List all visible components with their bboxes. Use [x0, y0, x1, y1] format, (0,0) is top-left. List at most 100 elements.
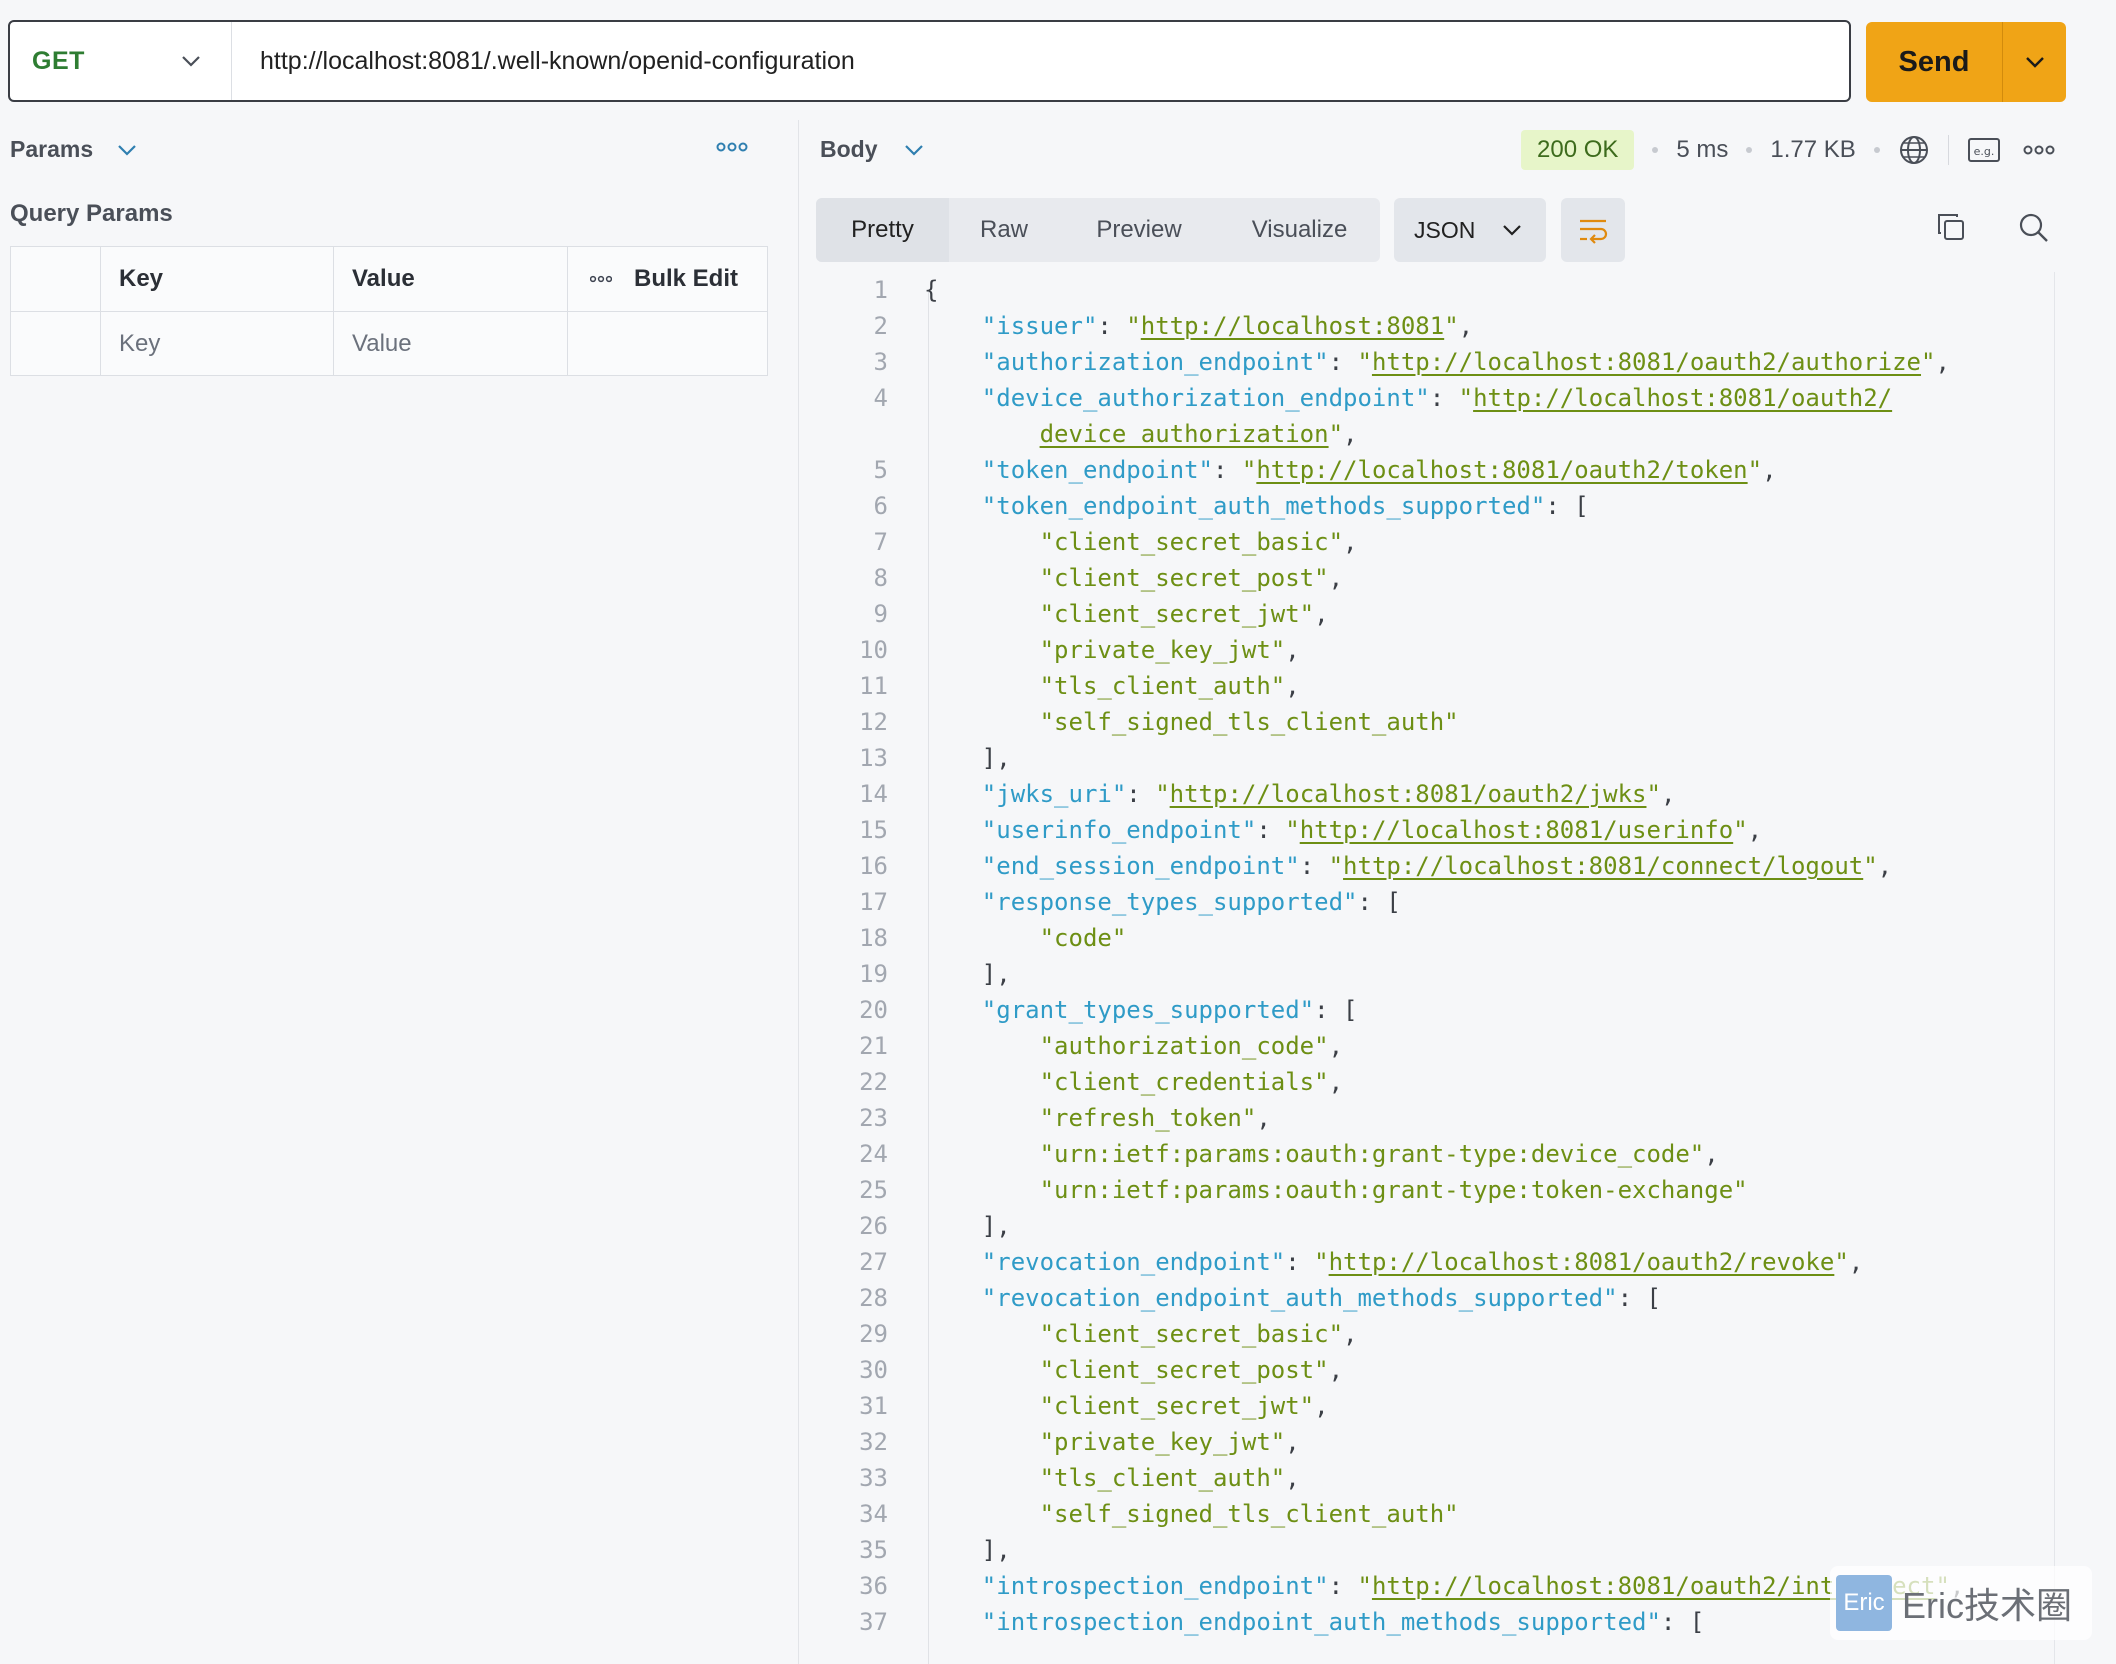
wrap-lines-button[interactable]	[1561, 198, 1625, 262]
search-button[interactable]	[2018, 212, 2050, 249]
bulk-edit-button[interactable]: Bulk Edit	[568, 247, 767, 311]
response-size[interactable]: 1.77 KB	[1770, 136, 1856, 163]
code-text: "client_secret_jwt",	[1039, 1392, 1329, 1420]
code-line: 14 "jwks_uri": "http://localhost:8081/oa…	[816, 776, 2056, 812]
line-number: 1	[873, 276, 888, 304]
tab-pretty[interactable]: Pretty	[816, 198, 949, 262]
watermark: Eric Eric技术圈	[1830, 1566, 2092, 1640]
code-text: "urn:ietf:params:oauth:grant-type:device…	[1039, 1140, 1719, 1168]
line-number: 36	[859, 1572, 888, 1600]
code-text: "userinfo_endpoint": "http://localhost:8…	[981, 816, 1763, 844]
code-line: 10 "private_key_jwt",	[816, 632, 2056, 668]
checkbox-column-header	[11, 247, 101, 311]
value-input[interactable]: Value	[334, 312, 568, 375]
row-checkbox-cell	[11, 312, 101, 375]
line-number: 33	[859, 1464, 888, 1492]
line-number: 26	[859, 1212, 888, 1240]
params-tab[interactable]: Params	[10, 136, 137, 163]
separator-dot	[1652, 147, 1659, 153]
separator-dot	[1873, 147, 1880, 153]
code-line: 25 "urn:ietf:params:oauth:grant-type:tok…	[816, 1172, 2056, 1208]
code-text: ],	[924, 1536, 1011, 1564]
status-badge[interactable]: 200 OK	[1521, 130, 1635, 170]
code-line: 8 "client_secret_post",	[816, 560, 2056, 596]
line-number: 31	[859, 1392, 888, 1420]
send-button[interactable]: Send	[1898, 45, 1970, 78]
line-number: 6	[873, 492, 888, 520]
code-text: "client_credentials",	[1039, 1068, 1344, 1096]
line-number: 9	[873, 600, 888, 628]
code-line: 12 "self_signed_tls_client_auth"	[816, 704, 2056, 740]
watermark-text: Eric技术圈	[1902, 1585, 2072, 1626]
save-example-icon[interactable]: e.g.	[1967, 136, 2001, 164]
query-params-title: Query Params	[10, 200, 173, 227]
code-text: "grant_types_supported": [	[981, 996, 1358, 1024]
chevron-down-icon	[1503, 225, 1521, 236]
body-tab[interactable]: Body	[820, 136, 924, 163]
code-text: "self_signed_tls_client_auth"	[1039, 1500, 1459, 1528]
code-line: 13 ],	[816, 740, 2056, 776]
code-line: 16 "end_session_endpoint": "http://local…	[816, 848, 2056, 884]
line-number: 37	[859, 1608, 888, 1636]
line-number: 22	[859, 1068, 888, 1096]
line-number: 2	[873, 312, 888, 340]
line-number: 16	[859, 852, 888, 880]
send-button-group: Send	[1866, 22, 2066, 102]
query-params-table: Key Value Bulk Edit Key Value	[10, 246, 768, 376]
chevron-down-icon	[904, 144, 923, 156]
code-text: "tls_client_auth",	[1039, 672, 1300, 700]
method-select[interactable]: GET	[10, 22, 232, 100]
tab-visualize[interactable]: Visualize	[1251, 216, 1348, 243]
response-time[interactable]: 5 ms	[1676, 136, 1729, 163]
response-view-tabs: Pretty Raw Preview Visualize	[816, 198, 1380, 262]
line-number: 3	[873, 348, 888, 376]
code-line: device_authorization",	[816, 416, 2056, 452]
code-line: 3 "authorization_endpoint": "http://loca…	[816, 344, 2056, 380]
code-line: 29 "client_secret_basic",	[816, 1316, 2056, 1352]
code-line: 18 "code"	[816, 920, 2056, 956]
params-tab-label: Params	[10, 136, 94, 162]
code-text: "revocation_endpoint_auth_methods_suppor…	[981, 1284, 1661, 1312]
pane-divider[interactable]	[798, 120, 799, 1664]
key-input[interactable]: Key	[101, 312, 334, 375]
code-text: "introspection_endpoint_auth_methods_sup…	[981, 1608, 1705, 1636]
tab-raw[interactable]: Raw	[979, 216, 1028, 243]
code-line: 6 "token_endpoint_auth_methods_supported…	[816, 488, 2056, 524]
line-number: 35	[859, 1536, 888, 1564]
table-header-row: Key Value Bulk Edit	[11, 247, 767, 311]
code-line: 17 "response_types_supported": [	[816, 884, 2056, 920]
scrollbar[interactable]	[2054, 272, 2055, 1664]
response-body-code[interactable]: 1{2 "issuer": "http://localhost:8081",3 …	[816, 272, 2056, 1664]
code-line: 30 "client_secret_post",	[816, 1352, 2056, 1388]
line-number: 5	[873, 456, 888, 484]
code-text: {	[924, 276, 939, 304]
format-select[interactable]: JSON	[1394, 198, 1546, 262]
code-text: "client_secret_basic",	[1039, 528, 1358, 556]
globe-icon[interactable]	[1898, 134, 1930, 166]
tab-preview[interactable]: Preview	[1096, 216, 1182, 243]
code-text: ],	[924, 1212, 1011, 1240]
line-number: 17	[859, 888, 888, 916]
code-line: 21 "authorization_code",	[816, 1028, 2056, 1064]
send-options-button[interactable]	[2002, 22, 2066, 102]
code-text: "token_endpoint": "http://localhost:8081…	[981, 456, 1777, 484]
line-number: 21	[859, 1032, 888, 1060]
code-line: 11 "tls_client_auth",	[816, 668, 2056, 704]
code-text: "tls_client_auth",	[1039, 1464, 1300, 1492]
line-number: 15	[859, 816, 888, 844]
code-line: 23 "refresh_token",	[816, 1100, 2056, 1136]
params-more-button[interactable]	[716, 140, 748, 158]
watermark-logo: Eric	[1836, 1575, 1892, 1631]
code-line: 1{	[816, 272, 2056, 308]
copy-button[interactable]	[1936, 212, 1966, 247]
line-number: 24	[859, 1140, 888, 1168]
code-line: 37 "introspection_endpoint_auth_methods_…	[816, 1604, 2056, 1640]
code-line: 19 ],	[816, 956, 2056, 992]
svg-text:e.g.: e.g.	[1973, 145, 1994, 158]
url-input[interactable]: http://localhost:8081/.well-known/openid…	[260, 46, 855, 75]
code-text: "self_signed_tls_client_auth"	[1039, 708, 1459, 736]
table-row: Key Value	[11, 311, 767, 375]
code-text: "urn:ietf:params:oauth:grant-type:token-…	[1039, 1176, 1748, 1204]
more-icon[interactable]	[2023, 144, 2055, 156]
code-text: ],	[924, 960, 1011, 988]
